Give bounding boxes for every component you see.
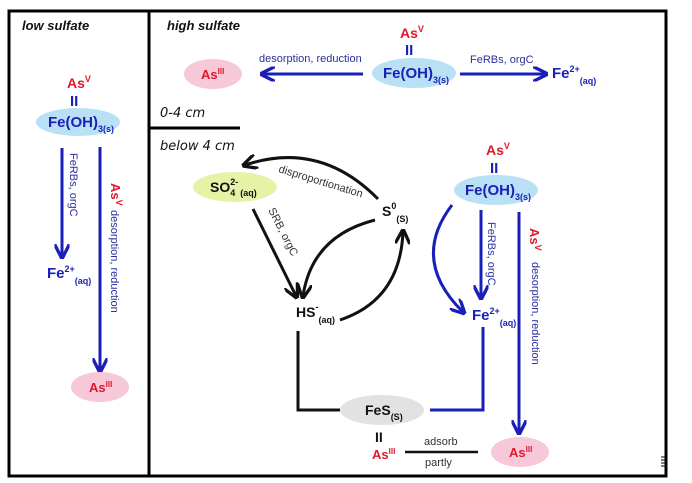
fes-label: FeS(S) xyxy=(365,402,403,422)
svg-text:AsV: AsV xyxy=(400,24,424,41)
deep-feoh3-node xyxy=(454,175,538,205)
svg-text:AsV: AsV xyxy=(67,74,91,91)
svg-text:Fe2+(aq): Fe2+(aq) xyxy=(47,264,91,286)
disproportionation-arrow xyxy=(245,158,380,201)
low-bond-symbol: II xyxy=(70,93,78,110)
top-ferbs-label: FeRBs, orgC xyxy=(470,54,534,66)
deep-fe2-label: Fe2+(aq) xyxy=(472,306,516,328)
top-desorption-label: desorption, reduction xyxy=(259,53,362,65)
svg-text:Fe2+(aq): Fe2+(aq) xyxy=(552,64,596,86)
svg-text:Fe2+(aq): Fe2+(aq) xyxy=(472,306,516,328)
fes-node xyxy=(340,395,424,425)
low-asv-label: AsV xyxy=(67,74,91,91)
svg-text:AsIII: AsIII xyxy=(372,447,395,462)
svg-text:S0(S): S0(S) xyxy=(382,201,408,224)
svg-text:HS-(aq): HS-(aq) xyxy=(296,302,335,325)
svg-text:AsV: AsV xyxy=(486,141,510,158)
srb-arrow xyxy=(251,208,296,296)
hs-label: HS-(aq) xyxy=(296,302,335,325)
low-feoh3-label: Fe(OH)3(s) xyxy=(48,114,114,134)
low-feoh3-node xyxy=(36,108,120,136)
low-ferbs-label: FeRBs, orgC xyxy=(67,153,79,217)
low-sulfate-title: low sulfate xyxy=(22,18,89,33)
adsorb-label: adsorb xyxy=(424,436,458,448)
deep-bond-symbol: II xyxy=(490,160,498,177)
partly-label: partly xyxy=(425,457,452,469)
low-asiii-label: AsIII xyxy=(89,380,112,395)
disproportionation-label: disproportionation xyxy=(277,163,364,200)
depth-label-shallow: 0-4 cm xyxy=(160,106,205,121)
deep-asiii-label: AsIII xyxy=(509,445,532,460)
so4-node xyxy=(193,172,277,202)
top-asiii-label: AsIII xyxy=(201,67,224,82)
top-fe2-label: Fe2+(aq) xyxy=(552,64,596,86)
s0-label: S0(S) xyxy=(382,201,408,224)
svg-text:AsV: AsV xyxy=(108,183,124,206)
srb-label: SRB, orgC xyxy=(265,206,300,258)
svg-text:AsIII: AsIII xyxy=(509,445,532,460)
deep-ferbs-label: FeRBs, orgC xyxy=(485,222,497,286)
fes-bond-symbol: II xyxy=(375,429,383,445)
svg-text:SO42-(aq): SO42-(aq) xyxy=(210,177,257,198)
top-asiii-node xyxy=(184,59,242,89)
fe2-to-fes-line xyxy=(430,327,485,412)
scroll-marks xyxy=(661,456,667,467)
s0-to-hs-arrow xyxy=(303,218,376,296)
svg-text:AsV: AsV xyxy=(527,228,543,251)
sulfide-reduction-arrow xyxy=(431,204,463,312)
low-asiii-node xyxy=(71,372,129,402)
high-sulfate-title: high sulfate xyxy=(167,18,240,33)
hs-to-s0-arrow xyxy=(339,232,403,322)
deep-asv-rotated-label: AsV xyxy=(527,228,543,251)
so4-label: SO42-(aq) xyxy=(210,177,257,198)
deep-asiii-node xyxy=(491,437,549,467)
low-fe2-label: Fe2+(aq) xyxy=(47,264,91,286)
top-feoh3-label: Fe(OH)3(s) xyxy=(383,65,449,85)
outer-frame xyxy=(7,9,668,478)
svg-text:AsIII: AsIII xyxy=(89,380,112,395)
top-feoh3-node xyxy=(372,58,456,88)
top-asv-label: AsV xyxy=(400,24,424,41)
svg-text:FeS(S): FeS(S) xyxy=(365,402,403,422)
deep-asv-label: AsV xyxy=(486,141,510,158)
deep-desorption-label: desorption, reduction xyxy=(529,262,541,365)
depth-label-deep: below 4 cm xyxy=(160,139,235,154)
top-bond-symbol: II xyxy=(405,42,413,59)
hs-to-fes-line xyxy=(296,331,340,412)
deep-feoh3-label: Fe(OH)3(s) xyxy=(465,182,531,202)
low-asv-rotated-label: AsV xyxy=(108,183,124,206)
low-desorption-label: desorption, reduction xyxy=(108,210,120,313)
svg-text:AsIII: AsIII xyxy=(201,67,224,82)
fes-asiii-label: AsIII xyxy=(372,447,395,462)
